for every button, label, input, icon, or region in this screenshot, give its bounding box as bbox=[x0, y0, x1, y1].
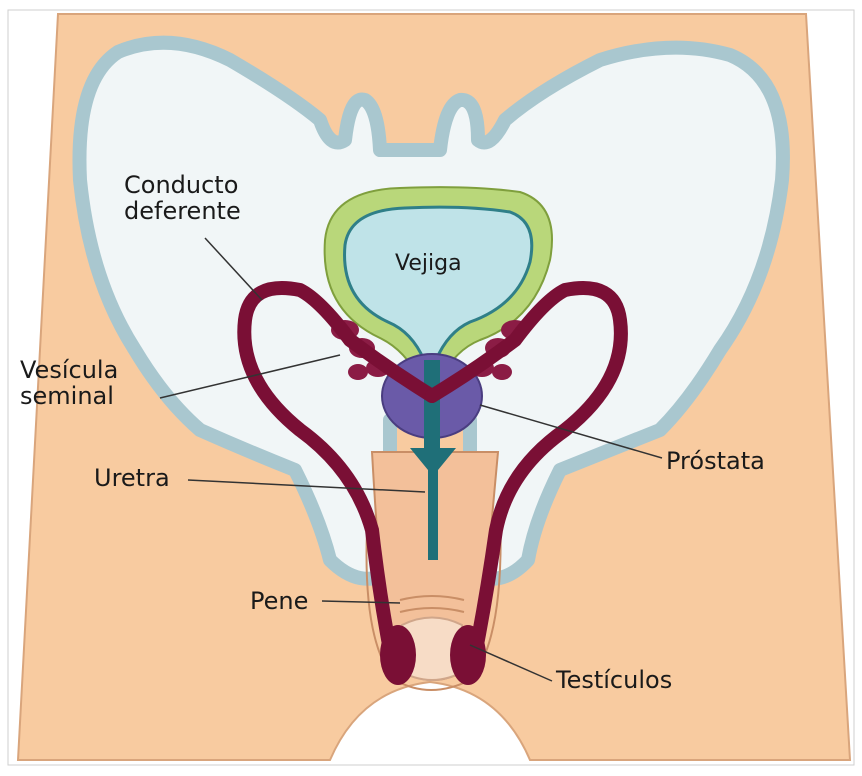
label-prostata: Próstata bbox=[666, 448, 765, 474]
label-vesicula-seminal: Vesícula seminal bbox=[20, 357, 118, 410]
label-vejiga: Vejiga bbox=[395, 252, 462, 276]
label-uretra: Uretra bbox=[94, 465, 170, 491]
testicle-right bbox=[450, 625, 486, 685]
label-testiculos: Testículos bbox=[556, 667, 672, 693]
label-conducto-deferente: Conducto deferente bbox=[124, 172, 241, 225]
testicle-left bbox=[380, 625, 416, 685]
label-pene: Pene bbox=[250, 588, 308, 614]
